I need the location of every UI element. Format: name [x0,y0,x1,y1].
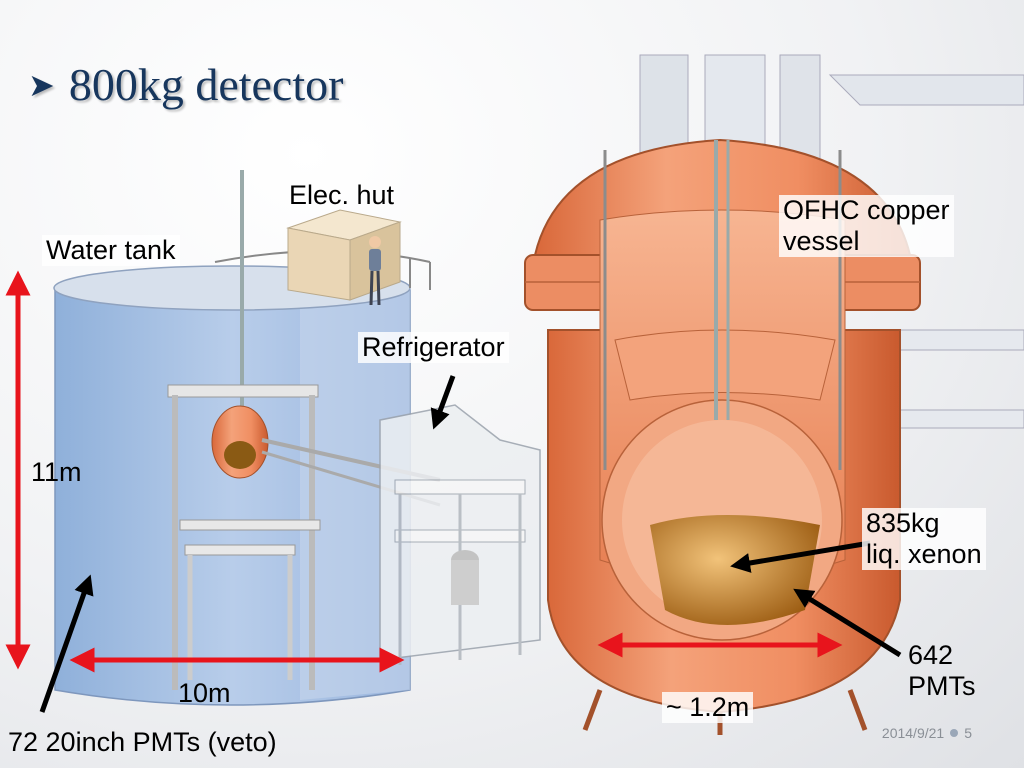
slide-title: ➤ 800kg detector [28,58,343,111]
pmts-label-line2: PMTs [908,671,976,702]
person-figure [369,236,381,306]
elec-hut-drawing [286,209,402,301]
vessel-label: OFHC copper vessel [779,195,954,258]
vessel-label-line2: vessel [783,226,860,257]
xenon-label: 835kg liq. xenon [862,508,986,571]
vessel-width-label: ~ 1.2m [662,692,754,724]
refrigerator-pointer-arrow [430,375,456,430]
xenon-label-line1: 835kg [866,508,940,538]
elec-hut-label: Elec. hut [289,180,395,210]
callout-arrows [39,375,902,713]
arrow-bullet-icon: ➤ [28,66,55,103]
xenon-label-line2: liq. xenon [866,539,982,570]
page-number: 5 [964,725,972,741]
xenon-pointer-arrow [730,540,871,573]
vessel-label-line1: OFHC copper [783,195,950,225]
height-label: 11m [31,457,82,487]
veto-pmts-label: 72 20inch PMTs (veto) [8,727,277,757]
refrigerator-drawing [379,404,541,665]
footer-date: 2014/9/21 [881,725,945,741]
pmts-label-line1: 642 [908,640,954,670]
pmts-label: 642 PMTs [908,640,976,702]
footer-dot-icon [950,729,959,737]
dimension-arrows [5,270,843,673]
water-tank-label: Water tank [42,235,180,267]
pmt-pointer-arrow [793,588,902,658]
copper-vessel-drawing [524,138,921,735]
refrigerator-label: Refrigerator [358,332,509,364]
slide-title-text: 800kg detector [68,59,344,110]
slide-footer: 2014/9/21 5 [882,725,972,741]
width-label: 10m [178,678,231,708]
veto-pmt-pointer-arrow [39,574,94,713]
